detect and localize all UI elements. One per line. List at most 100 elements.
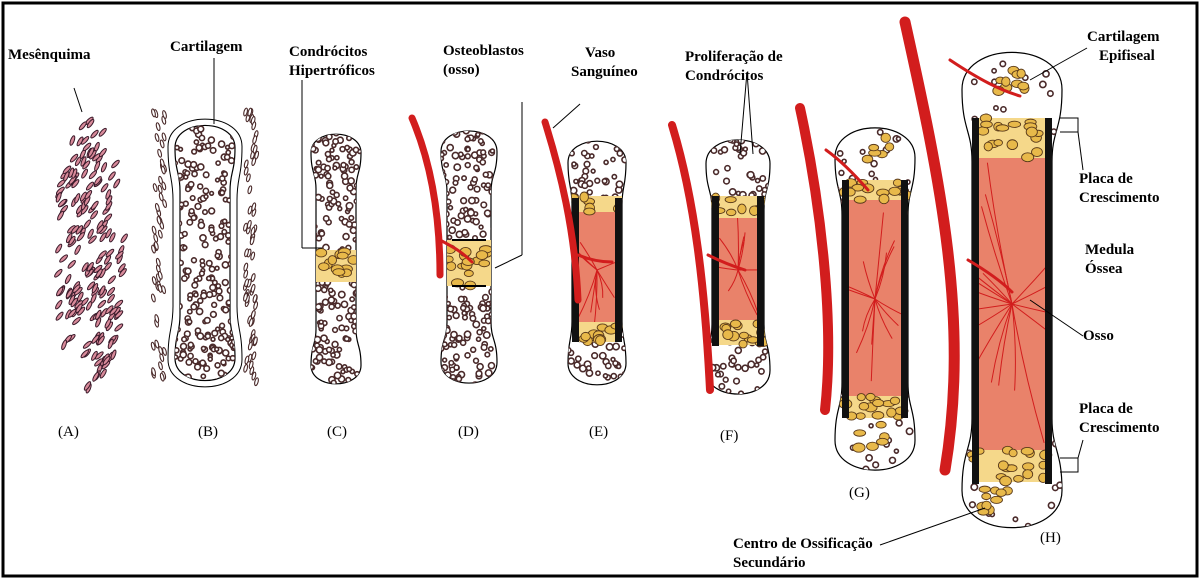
hypertrophic-cell	[1002, 77, 1010, 86]
chondrocyte-cell	[324, 216, 329, 221]
chondrocyte-cell	[331, 353, 335, 357]
chondrocyte-cell	[188, 353, 193, 358]
chondrocyte-cell	[216, 161, 220, 165]
chondrocyte-cell	[906, 428, 912, 434]
chondrocyte-cell	[201, 346, 205, 350]
chondrocyte-cell	[207, 276, 211, 280]
label-centro-line2: Secundário	[733, 554, 873, 573]
hypertrophic-cell	[866, 393, 875, 400]
chondrocyte-cell	[205, 334, 210, 339]
chondrocyte-cell	[209, 227, 214, 232]
hypertrophic-cell	[739, 340, 747, 348]
chondrocyte-cell	[480, 231, 486, 237]
chondrocyte-cell	[452, 342, 457, 347]
chondrocyte-cell	[188, 182, 193, 187]
chondrocyte-cell	[196, 308, 202, 314]
chondrocyte-cell	[890, 457, 896, 463]
chondrocyte-cell	[215, 363, 220, 368]
hypertrophic-cell	[996, 125, 1009, 131]
hypertrophic-cell	[981, 121, 993, 128]
chondrocyte-cell	[483, 295, 489, 301]
chondrocyte-cell	[222, 280, 228, 286]
chondrocyte-cell	[194, 293, 198, 297]
chondrocyte-cell	[611, 374, 616, 379]
hypertrophic-cell	[1000, 476, 1012, 486]
chondrocyte-cell	[204, 195, 208, 199]
label-cart-epi-line2: Epifiseal	[1087, 47, 1159, 66]
hypertrophic-cell	[584, 208, 595, 215]
label-mesenquima: Mesênquima	[8, 46, 91, 65]
chondrocyte-cell	[453, 313, 459, 319]
chondrocyte-cell	[970, 502, 976, 508]
chondrocyte-cell	[218, 234, 224, 240]
chondrocyte-cell	[202, 242, 208, 248]
chondrocyte-cell	[474, 358, 479, 363]
chondrocyte-cell	[350, 297, 354, 301]
chondrocyte-cell	[325, 152, 330, 157]
chondrocyte-cell	[194, 140, 198, 144]
chondrocyte-cell	[322, 287, 327, 292]
chondrocyte-cell	[590, 154, 594, 158]
chondrocyte-cell	[194, 278, 198, 282]
chondrocyte-cell	[480, 305, 486, 311]
chondrocyte-cell	[206, 143, 211, 148]
chondrocyte-cell	[219, 336, 224, 341]
chondrocyte-cell	[483, 172, 488, 177]
label-placa2-line1: Placa de	[1079, 400, 1160, 419]
chondrocyte-cell	[330, 190, 334, 194]
hypertrophic-cell	[873, 399, 884, 406]
chondrocyte-cell	[602, 179, 607, 184]
chondrocyte-cell	[613, 343, 619, 349]
hypertrophic-cell	[994, 140, 1003, 146]
hypertrophic-cell	[885, 143, 894, 151]
chondrocyte-cell	[195, 203, 201, 209]
chondrocyte-cell	[215, 253, 219, 257]
chondrocyte-cell	[617, 151, 622, 156]
hypertrophic-cell	[979, 486, 990, 492]
chondrocyte-cell	[208, 137, 214, 143]
chondrocyte-cell	[760, 176, 765, 181]
hypertrophic-cell	[862, 155, 873, 163]
hypertrophic-cell	[853, 443, 866, 452]
chondrocyte-cell	[471, 347, 476, 352]
stage-label-b: (B)	[198, 424, 218, 441]
chondrocyte-cell	[333, 328, 338, 333]
chondrocyte-cell	[735, 347, 741, 353]
chondrocyte-cell	[485, 210, 491, 216]
chondrocyte-cell	[463, 315, 468, 320]
chondrocyte-cell	[721, 364, 726, 369]
chondrocyte-cell	[462, 230, 467, 235]
label-osteoblastos: Osteoblastos (osso)	[443, 42, 524, 80]
label-placa-crescimento-bottom: Placa de Crescimento	[1079, 400, 1160, 438]
chondrocyte-cell	[216, 178, 220, 182]
label-condrocitos-line1: Condrócitos	[289, 43, 375, 62]
chondrocyte-cell	[994, 106, 998, 110]
chondrocyte-cell	[192, 149, 197, 154]
chondrocyte-cell	[837, 151, 842, 156]
hypertrophic-cell	[333, 269, 345, 276]
chondrocyte-cell	[327, 157, 332, 162]
chondrocyte-cell	[204, 318, 210, 324]
chondrocyte-cell	[226, 240, 230, 244]
chondrocyte-cell	[734, 378, 740, 384]
chondrocyte-cell	[327, 347, 332, 352]
hypertrophic-cell	[446, 262, 455, 271]
chondrocyte-cell	[468, 210, 474, 216]
label-placa1-line1: Placa de	[1079, 170, 1160, 189]
chondrocyte-cell	[574, 362, 580, 368]
chondrocyte-cell	[576, 356, 581, 361]
label-proliferacao-line1: Proliferação de	[685, 48, 783, 67]
chondrocyte-cell	[477, 337, 481, 341]
chondrocyte-cell	[591, 169, 595, 173]
chondrocyte-cell	[325, 166, 330, 171]
chondrocyte-cell	[484, 332, 490, 338]
chondrocyte-cell	[1000, 61, 1005, 66]
hypertrophic-cell	[876, 438, 888, 445]
chondrocyte-cell	[582, 183, 587, 188]
hypertrophic-cell	[464, 270, 473, 276]
chondrocyte-cell	[182, 276, 187, 281]
chondrocyte-cell	[468, 185, 473, 190]
chondrocyte-cell	[225, 155, 230, 160]
hypertrophic-cell	[1009, 449, 1017, 457]
chondrocyte-cell	[481, 202, 487, 208]
